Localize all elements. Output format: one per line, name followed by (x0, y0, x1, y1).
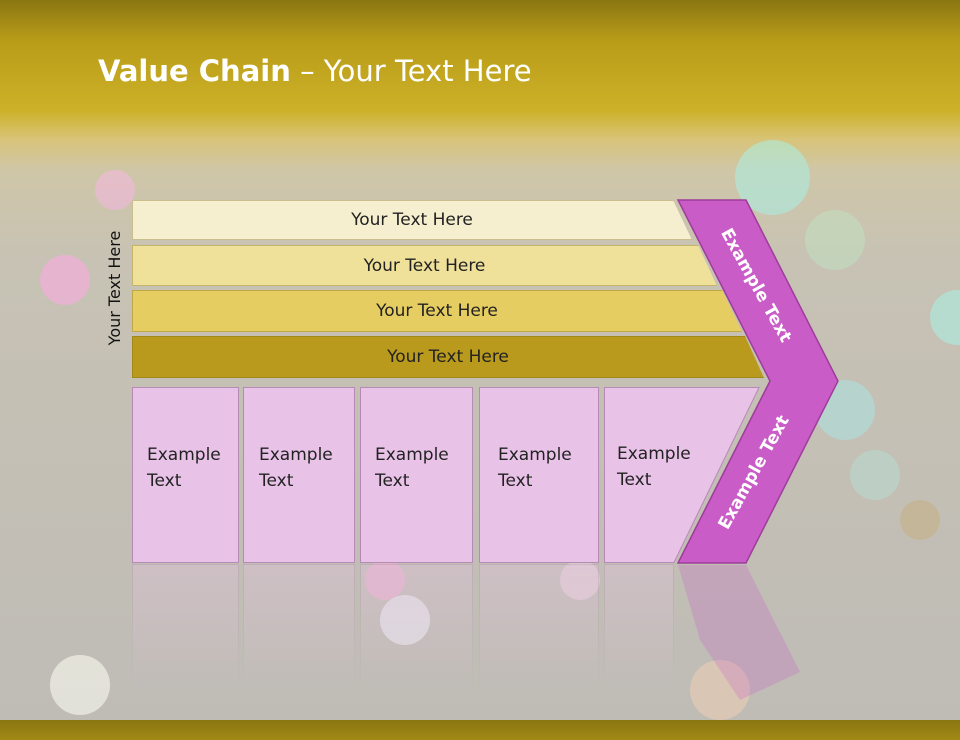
activity-column-4: Example Text (479, 387, 599, 563)
band-row-2: Your Text Here (132, 245, 717, 286)
column-line-2: Text (259, 471, 294, 491)
column-line-1: Example (375, 445, 449, 465)
band-row-4: Your Text Here (132, 336, 764, 378)
activity-column-1: Example Text (132, 387, 239, 563)
slide-title: Value Chain – Your Text Here (98, 54, 532, 88)
column-line-1: Example (617, 444, 691, 464)
chevron-shape (676, 199, 839, 564)
column-line-2: Text (375, 471, 410, 491)
column-line-2: Text (617, 470, 652, 490)
band-row-1: Your Text Here (132, 200, 692, 240)
value-chevron (676, 199, 839, 700)
column-5-outline (604, 387, 760, 563)
band-row-3: Your Text Here (132, 290, 742, 332)
column-line-2: Text (498, 471, 533, 491)
activity-column-2: Example Text (243, 387, 355, 563)
slide-title-bold: Value Chain (98, 54, 291, 88)
column-line-1: Example (259, 445, 333, 465)
slide-title-rest: – Your Text Here (290, 54, 532, 88)
chevron-reflection (678, 565, 800, 700)
column-line-2: Text (147, 471, 182, 491)
column-line-1: Example (147, 445, 221, 465)
column-line-1: Example (498, 445, 572, 465)
activity-column-3: Example Text (360, 387, 473, 563)
